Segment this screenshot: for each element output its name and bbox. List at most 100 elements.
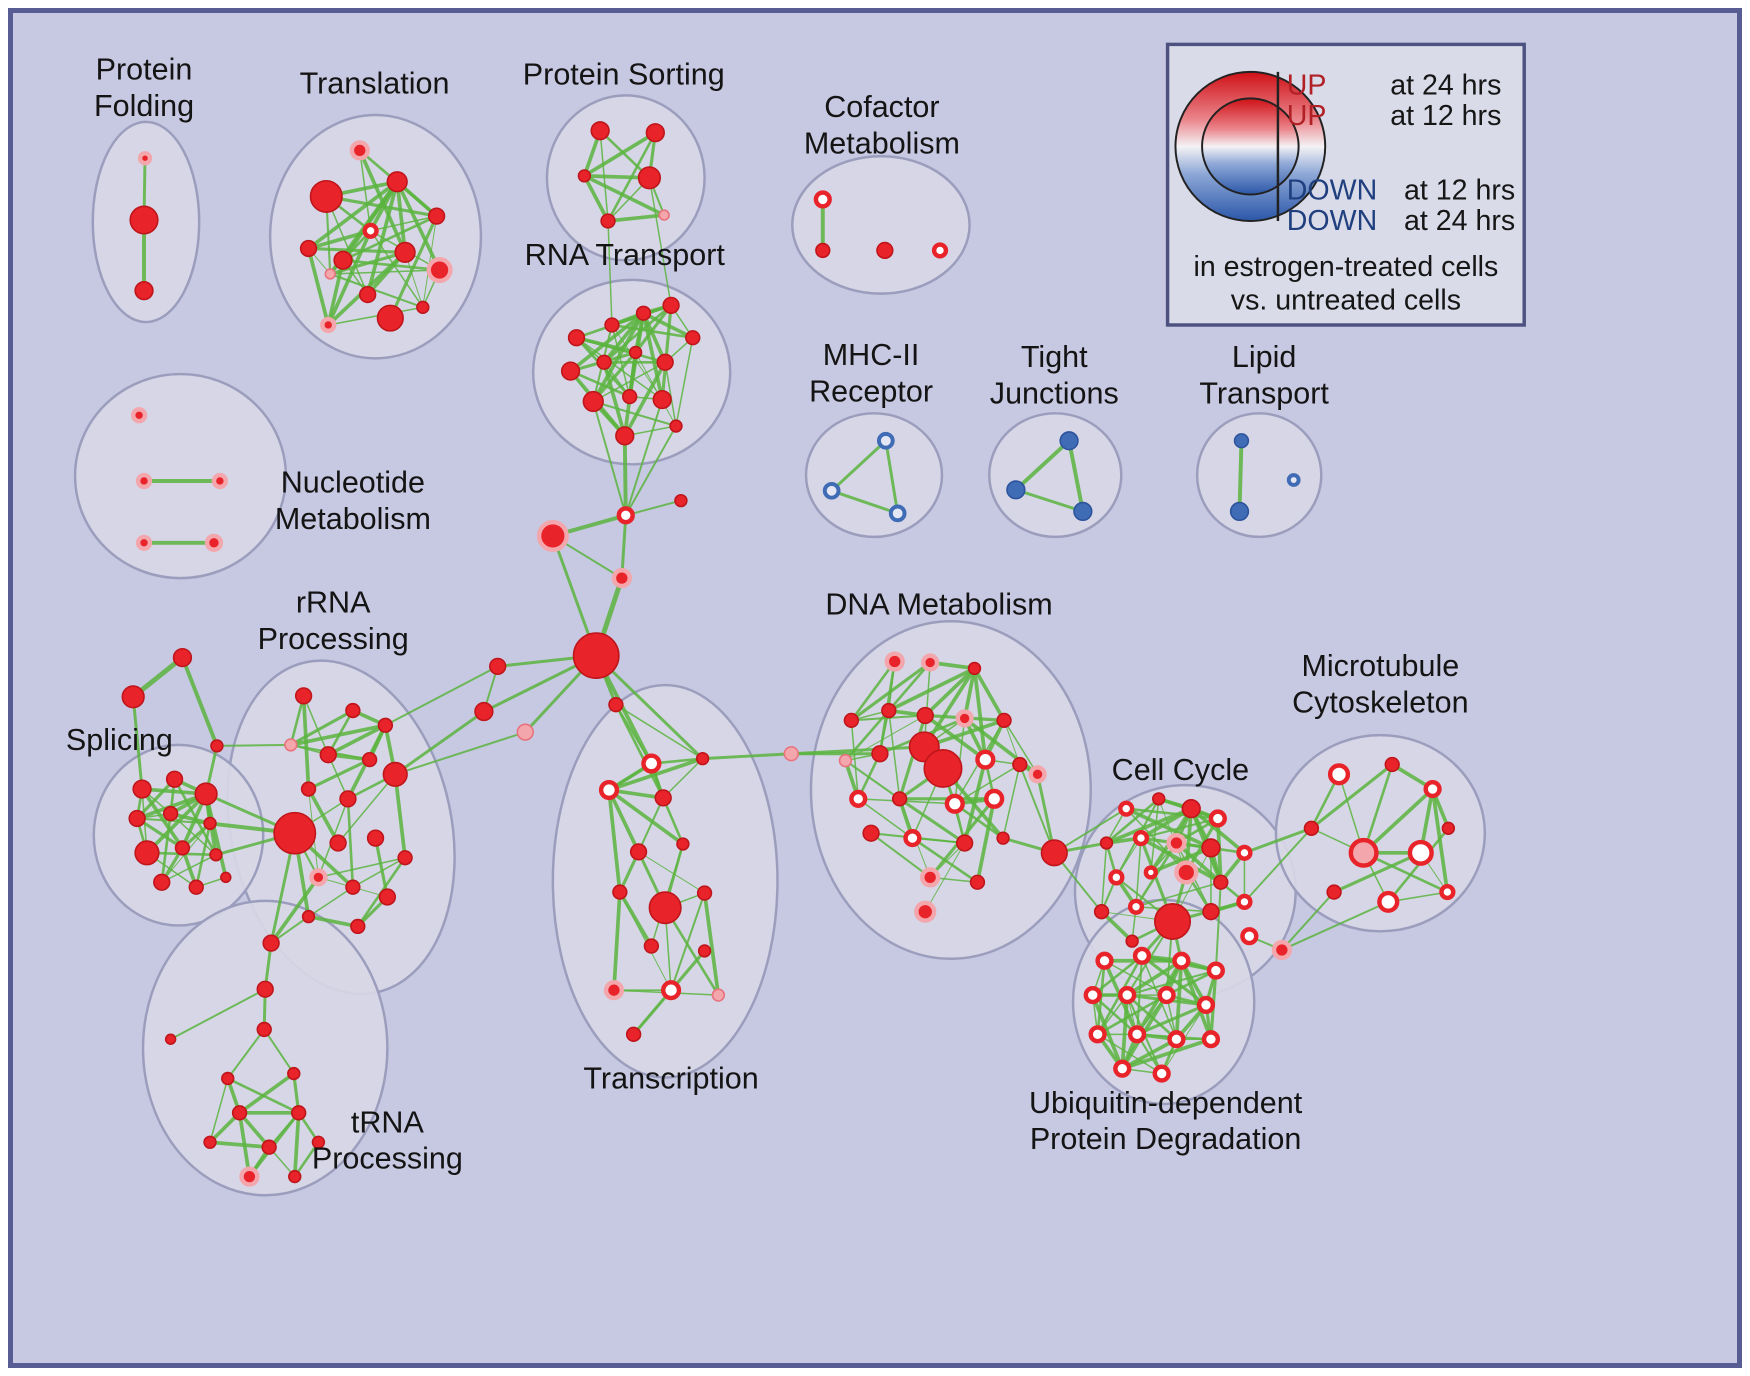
node-pf2 bbox=[129, 205, 159, 235]
node-rt4 bbox=[662, 296, 680, 315]
node-tr2 bbox=[309, 179, 343, 213]
edge bbox=[923, 666, 977, 718]
node-rt10 bbox=[582, 390, 604, 413]
edge bbox=[346, 797, 355, 889]
node-sp12 bbox=[220, 871, 232, 884]
node-tc9 bbox=[648, 891, 682, 925]
node-rr15 bbox=[345, 879, 361, 895]
edge bbox=[607, 788, 685, 846]
node-rt2 bbox=[604, 317, 620, 333]
node-cc4 bbox=[1208, 809, 1227, 828]
node-ub4 bbox=[1206, 961, 1225, 980]
legend-time-0: at 24 hrs bbox=[1390, 69, 1501, 101]
node-bb2 bbox=[536, 519, 569, 552]
node-rt1 bbox=[567, 329, 586, 347]
node-tc10 bbox=[696, 885, 713, 901]
node-tn9 bbox=[261, 1139, 277, 1155]
node-dm17 bbox=[944, 793, 965, 814]
node-rr18 bbox=[350, 918, 366, 935]
node-rt3 bbox=[635, 305, 652, 321]
edge bbox=[850, 719, 860, 800]
edge bbox=[306, 758, 372, 791]
node-ub9 bbox=[1088, 1025, 1107, 1044]
edge bbox=[924, 842, 966, 913]
edge bbox=[325, 195, 369, 296]
node-cc10 bbox=[1108, 869, 1125, 886]
edge bbox=[1243, 827, 1313, 903]
label-dm: DNA Metabolism bbox=[825, 587, 1052, 621]
edge bbox=[592, 361, 666, 403]
node-dm4 bbox=[843, 712, 860, 729]
edge bbox=[1053, 807, 1128, 854]
edge bbox=[850, 660, 897, 722]
edge bbox=[1120, 993, 1130, 1071]
edge bbox=[384, 665, 499, 727]
node-tn6 bbox=[231, 1105, 248, 1121]
legend-time-3: at 24 hrs bbox=[1404, 205, 1515, 237]
edge bbox=[911, 836, 979, 884]
node-ub14 bbox=[1152, 1064, 1171, 1083]
node-rt13 bbox=[615, 426, 635, 446]
node-bb10 bbox=[1040, 839, 1068, 867]
edge bbox=[393, 772, 407, 860]
edge bbox=[306, 914, 360, 929]
edge bbox=[289, 708, 355, 747]
node-nm4 bbox=[135, 534, 153, 551]
edge bbox=[594, 654, 705, 761]
edge bbox=[648, 177, 672, 307]
node-bb5 bbox=[572, 632, 620, 679]
label-ps: Protein Sorting bbox=[523, 58, 725, 92]
node-ub10 bbox=[1127, 1025, 1147, 1044]
node-cc17 bbox=[1202, 903, 1220, 921]
edge bbox=[619, 891, 672, 991]
node-cf4 bbox=[931, 242, 949, 259]
edge bbox=[369, 215, 438, 232]
edge bbox=[140, 787, 185, 850]
edge bbox=[898, 797, 967, 845]
edge bbox=[1120, 1037, 1213, 1071]
node-rr14 bbox=[309, 868, 328, 887]
edge bbox=[1135, 881, 1222, 908]
node-mt4 bbox=[1303, 820, 1320, 836]
node-nm1 bbox=[130, 407, 148, 424]
node-cc16 bbox=[1153, 903, 1192, 940]
node-rr19 bbox=[262, 934, 280, 952]
node-dm24 bbox=[920, 867, 941, 888]
edge bbox=[326, 228, 373, 327]
node-ps3 bbox=[577, 169, 592, 183]
edge bbox=[329, 272, 424, 309]
node-dm3 bbox=[967, 661, 982, 676]
node-rr13 bbox=[397, 850, 413, 866]
node-tj1 bbox=[1059, 431, 1079, 451]
node-tn4 bbox=[221, 1071, 235, 1086]
edge bbox=[394, 731, 527, 776]
node-rt14 bbox=[669, 419, 683, 433]
edge bbox=[1067, 438, 1085, 514]
node-ps5 bbox=[600, 213, 616, 229]
label-rt: RNA Transport bbox=[525, 238, 726, 272]
node-rr11 bbox=[329, 834, 347, 852]
edge bbox=[582, 130, 658, 178]
node-dm26 bbox=[914, 900, 937, 923]
node-rr2 bbox=[345, 702, 361, 719]
edge bbox=[624, 499, 682, 517]
edge bbox=[592, 400, 678, 428]
node-mt1 bbox=[1327, 763, 1351, 786]
node-dm16 bbox=[891, 791, 908, 807]
edge bbox=[327, 306, 424, 326]
cluster-tn bbox=[141, 899, 389, 1197]
node-dm8 bbox=[996, 712, 1012, 729]
edge bbox=[1018, 763, 1056, 854]
label-tc: Transcription bbox=[583, 1061, 758, 1095]
edge bbox=[568, 311, 646, 373]
edge bbox=[663, 906, 720, 997]
node-rt9 bbox=[656, 353, 674, 371]
edge bbox=[1139, 806, 1194, 840]
edge bbox=[209, 1077, 229, 1144]
node-mh3 bbox=[888, 504, 907, 523]
node-ub13 bbox=[1113, 1059, 1132, 1078]
